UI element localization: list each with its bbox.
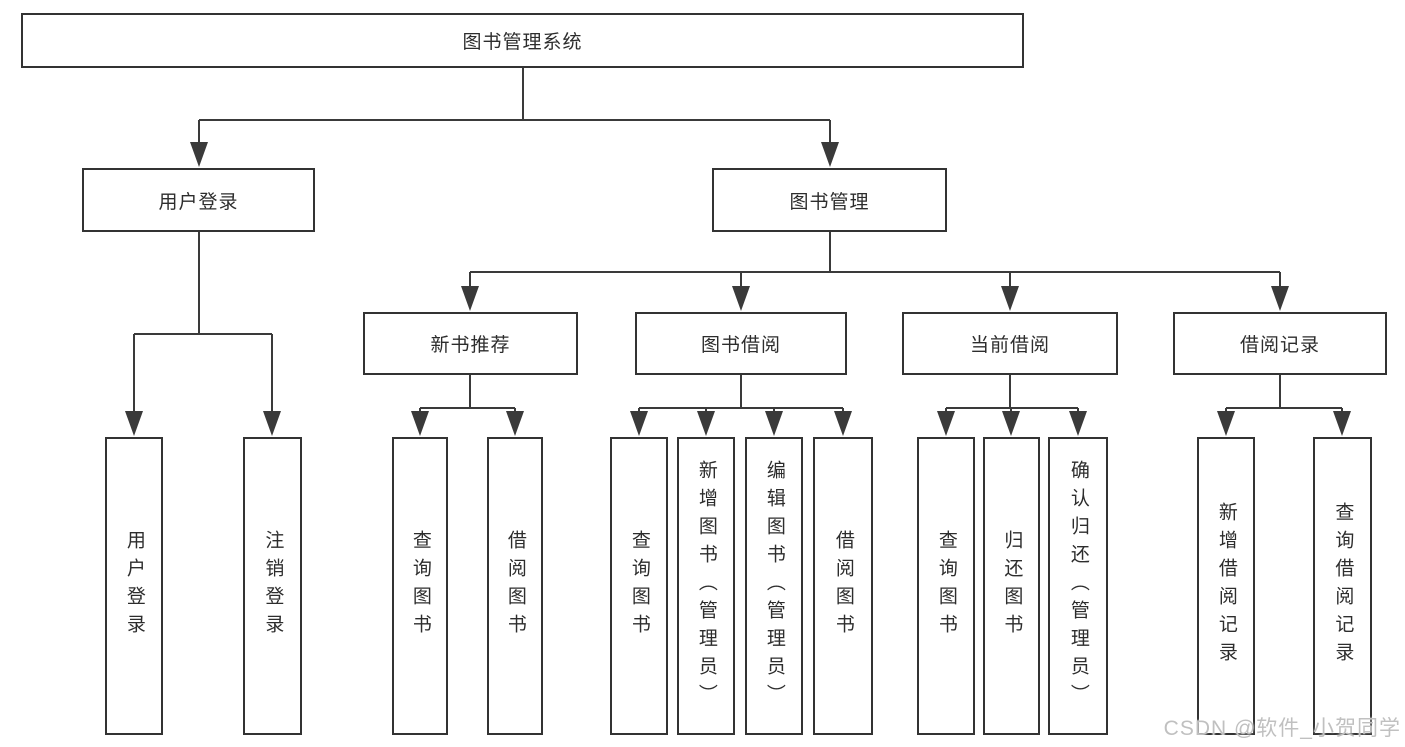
leaf-borrow-books: 借阅图书 (813, 437, 873, 735)
node-label: 图书管理 (789, 191, 870, 213)
node-label: 查询图书 (409, 530, 431, 642)
node-label: 查询借阅记录 (1332, 502, 1354, 670)
node-book-borrowing: 图书借阅 (635, 312, 847, 375)
node-library-management-system: 图书管理系统 (21, 13, 1024, 68)
node-label: 借阅记录 (1239, 335, 1320, 356)
leaf-user-login: 用户登录 (105, 437, 163, 735)
node-label: 新增图书（管理员） (695, 460, 717, 712)
node-label: 归还图书 (1001, 530, 1023, 642)
node-label: 借阅图书 (832, 530, 854, 642)
node-label: 确认归还（管理员） (1067, 460, 1089, 712)
leaf-add-borrow-record: 新增借阅记录 (1197, 437, 1255, 735)
leaf-borrow-books-recommend: 借阅图书 (487, 437, 543, 735)
node-label: 用户登录 (123, 530, 145, 642)
node-label: 图书管理系统 (462, 32, 583, 53)
node-label: 图书借阅 (700, 335, 781, 356)
node-user-login: 用户登录 (82, 168, 315, 232)
node-current-borrowing: 当前借阅 (902, 312, 1118, 375)
csdn-watermark: CSDN @软件_小贺同学 (1163, 717, 1401, 740)
leaf-query-books-recommend: 查询图书 (392, 437, 448, 735)
leaf-add-books-admin: 新增图书（管理员） (677, 437, 735, 735)
node-label: 用户登录 (158, 191, 239, 213)
node-label: 借阅图书 (504, 530, 526, 642)
leaf-edit-books-admin: 编辑图书（管理员） (745, 437, 803, 735)
node-label: 新增借阅记录 (1215, 502, 1237, 670)
node-label: 当前借阅 (969, 335, 1050, 356)
leaf-query-borrow-record: 查询借阅记录 (1313, 437, 1372, 735)
node-new-book-recommendation: 新书推荐 (363, 312, 578, 375)
node-label: 查询图书 (628, 530, 650, 642)
leaf-confirm-return-admin: 确认归还（管理员） (1048, 437, 1108, 735)
leaf-logout-login: 注销登录 (243, 437, 302, 735)
leaf-query-books-borrow: 查询图书 (610, 437, 668, 735)
node-borrowing-records: 借阅记录 (1173, 312, 1387, 375)
node-book-management: 图书管理 (712, 168, 947, 232)
leaf-return-books: 归还图书 (983, 437, 1040, 735)
node-label: 注销登录 (262, 530, 284, 642)
node-label: 查询图书 (935, 530, 957, 642)
leaf-query-books-current: 查询图书 (917, 437, 975, 735)
node-label: 新书推荐 (430, 335, 511, 356)
node-label: 编辑图书（管理员） (763, 460, 785, 712)
